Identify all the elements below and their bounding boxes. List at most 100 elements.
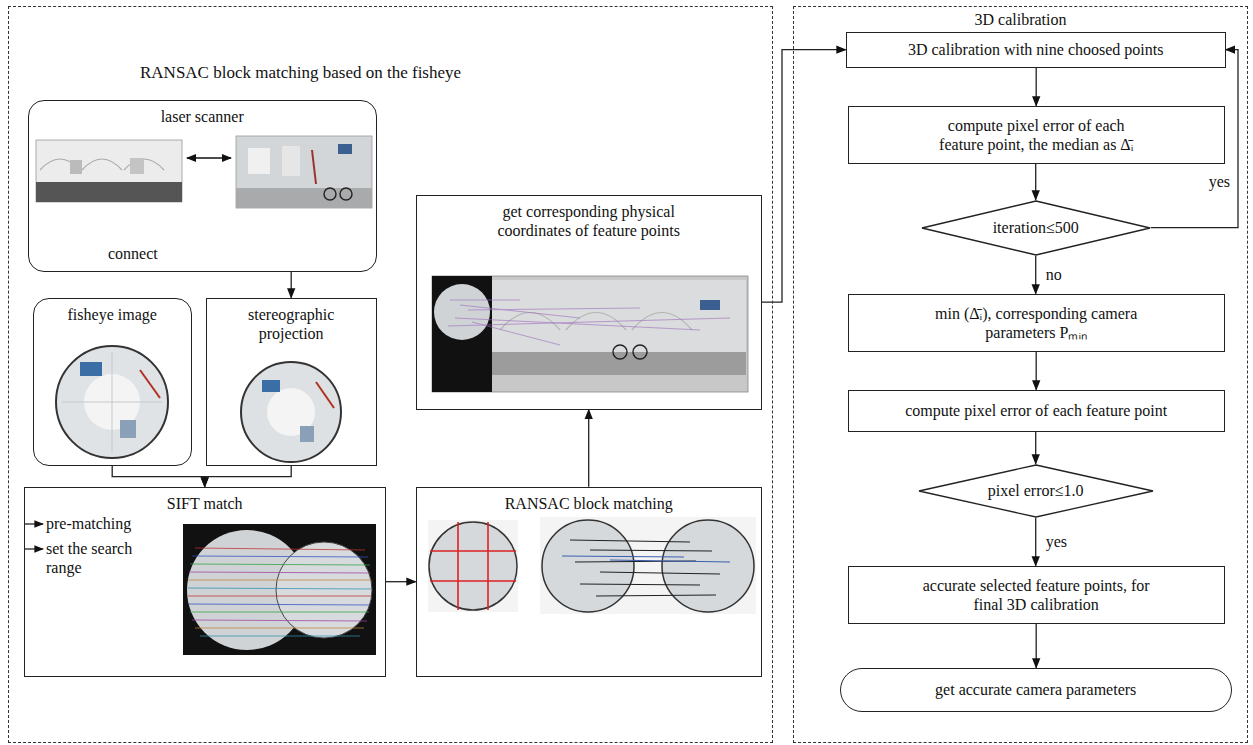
ransac-grid-image bbox=[428, 520, 518, 612]
edge-label: yes bbox=[1207, 172, 1232, 191]
svg-line bbox=[24, 523, 43, 524]
panel: RANSAC block matching based on the fishe… bbox=[8, 6, 773, 743]
flow-arrow bbox=[1035, 432, 1036, 464]
svg-rect bbox=[36, 182, 182, 202]
svg-line bbox=[188, 588, 371, 589]
svg-rect bbox=[70, 160, 82, 174]
svg-rect bbox=[80, 362, 102, 376]
svg-rect bbox=[492, 352, 746, 375]
svg-rect bbox=[183, 524, 376, 655]
node-text: compute pixel error of each feature poin… bbox=[905, 401, 1167, 420]
flow-arrow bbox=[1036, 624, 1037, 668]
svg-rect bbox=[236, 136, 372, 208]
edge-label: yes bbox=[1044, 532, 1069, 551]
panel: 3D calibration 3D calibration with nine c… bbox=[793, 6, 1248, 743]
node-text: RANSAC block matching bbox=[417, 494, 761, 513]
panel-heading: RANSAC block matching based on the fishe… bbox=[140, 63, 772, 83]
laser-panorama-right bbox=[236, 136, 372, 208]
svg-line bbox=[590, 550, 712, 551]
svg-line bbox=[316, 382, 334, 408]
physical-coordinates-image bbox=[432, 276, 748, 392]
node-text: pixel error≤1.0 bbox=[988, 481, 1084, 500]
double-arrow bbox=[187, 157, 231, 158]
process-box: 3D calibration with nine choosed points bbox=[846, 32, 1226, 68]
sift-match-image bbox=[183, 524, 376, 655]
stereographic-image bbox=[241, 362, 341, 462]
annotation-label: connect bbox=[108, 244, 158, 263]
svg-rect bbox=[300, 426, 314, 442]
svg-line bbox=[580, 584, 700, 585]
decision-diamond: pixel error≤1.0 bbox=[918, 464, 1154, 518]
fisheye-image bbox=[56, 346, 168, 458]
svg-rect bbox=[700, 300, 720, 310]
svg-line bbox=[596, 595, 716, 596]
node-text: compute pixel error of each feature poin… bbox=[929, 116, 1144, 154]
flow-arrow bbox=[112, 466, 205, 487]
svg-circle bbox=[434, 284, 490, 340]
edge-label: no bbox=[1044, 265, 1064, 284]
svg-rect bbox=[282, 146, 300, 176]
flow-arrow bbox=[1035, 164, 1036, 200]
annotation-label: pre-matching bbox=[46, 514, 131, 533]
process-box: fisheye image bbox=[33, 298, 192, 466]
process-box: laser scanner bbox=[28, 100, 377, 272]
flow-arrow bbox=[1035, 256, 1036, 294]
svg-circle bbox=[429, 522, 517, 610]
node-text: get corresponding physical coordinates o… bbox=[479, 202, 699, 240]
process-box: min (Δ̄ᵢ), corresponding camera paramete… bbox=[848, 294, 1225, 352]
flow-arrow bbox=[1036, 352, 1037, 390]
svg-line bbox=[188, 596, 371, 597]
diamond-shape bbox=[919, 465, 1153, 517]
svg-circle bbox=[324, 188, 336, 200]
terminal-box: get accurate camera parameters bbox=[840, 668, 1232, 712]
panel-heading: 3D calibration bbox=[794, 10, 1247, 29]
svg-line bbox=[190, 612, 369, 613]
svg-line bbox=[468, 308, 640, 310]
svg-g bbox=[188, 548, 371, 636]
svg-g bbox=[448, 300, 730, 345]
flow-arrow bbox=[1035, 518, 1036, 566]
prematch-arrows bbox=[24, 524, 43, 549]
svg-circle bbox=[613, 345, 627, 359]
svg-line bbox=[140, 370, 160, 398]
flow-arrow bbox=[291, 272, 292, 298]
ransac-match-image bbox=[540, 517, 756, 614]
svg-g bbox=[570, 540, 720, 596]
svg-circle bbox=[662, 520, 754, 612]
svg-rect bbox=[492, 280, 746, 375]
process-box: accurate selected feature points, for fi… bbox=[848, 566, 1225, 624]
svg-rect bbox=[540, 517, 756, 614]
svg-line bbox=[192, 556, 368, 557]
svg-line bbox=[195, 628, 364, 629]
svg-rect bbox=[432, 276, 748, 392]
flow-arrow bbox=[588, 410, 589, 487]
svg-circle bbox=[340, 188, 352, 200]
node-text: iteration≤500 bbox=[993, 218, 1079, 237]
svg-rect bbox=[428, 520, 518, 612]
svg-line bbox=[460, 305, 580, 318]
svg-g bbox=[562, 556, 730, 562]
svg-line bbox=[472, 322, 560, 345]
svg-circle bbox=[633, 345, 647, 359]
svg-rect bbox=[130, 158, 144, 174]
flow-arrow bbox=[386, 581, 416, 582]
flow-arrow bbox=[1151, 50, 1238, 228]
svg-circle bbox=[56, 346, 168, 458]
process-box: compute pixel error of each feature poin… bbox=[848, 106, 1225, 164]
decision-diamond: iteration≤500 bbox=[921, 200, 1151, 256]
node-text: min (Δ̄ᵢ), corresponding camera paramete… bbox=[916, 304, 1156, 342]
svg-rect bbox=[36, 140, 182, 202]
svg-rect bbox=[432, 276, 492, 392]
svg-line bbox=[610, 560, 730, 562]
node-text: stereographic projection bbox=[231, 305, 351, 343]
svg-rect bbox=[338, 144, 352, 154]
svg-line bbox=[189, 572, 370, 573]
svg-line bbox=[562, 556, 684, 557]
svg-line bbox=[450, 300, 520, 301]
svg-line bbox=[188, 580, 371, 581]
svg-line bbox=[200, 636, 360, 637]
laser-panorama-left bbox=[36, 140, 182, 202]
svg-path bbox=[62, 352, 162, 452]
node-text: laser scanner bbox=[29, 107, 376, 126]
node-text: accurate selected feature points, for fi… bbox=[919, 576, 1154, 614]
